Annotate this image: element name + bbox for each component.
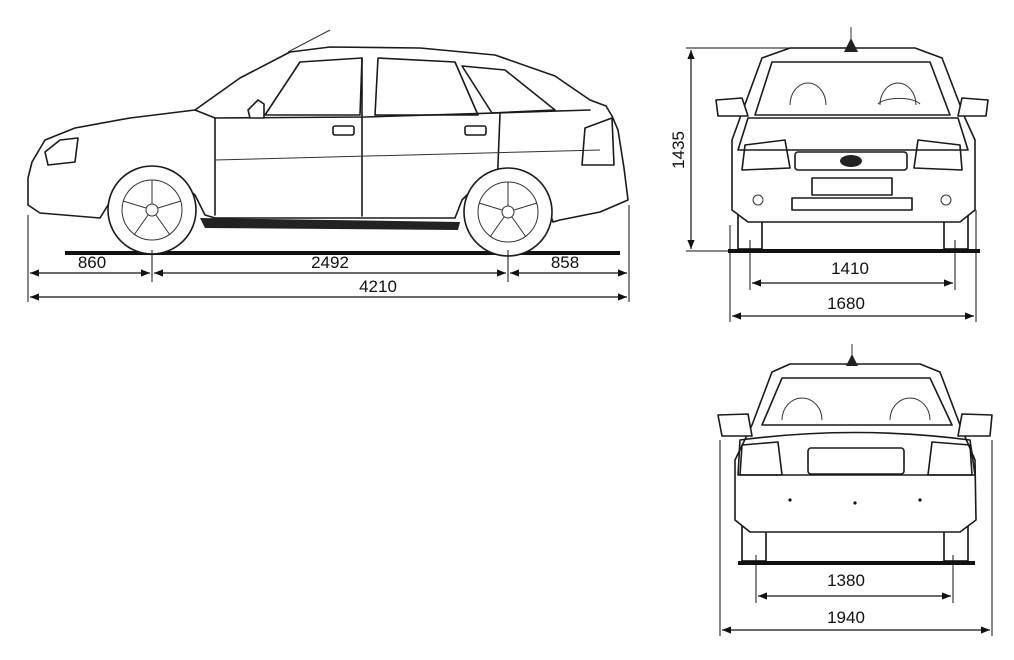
side-roofline xyxy=(194,109,591,119)
side-sill xyxy=(200,218,460,230)
dim-front-overhang: 860 xyxy=(78,253,106,272)
rear-view: 1380 1940 xyxy=(717,344,993,636)
side-rear-wheel xyxy=(463,167,553,257)
front-left-mirror xyxy=(715,97,749,117)
dim-width-mirrors: 1940 xyxy=(827,608,865,627)
front-hood-line xyxy=(737,117,969,151)
front-left-foglight xyxy=(752,194,764,206)
side-antenna xyxy=(287,29,331,53)
side-taillight xyxy=(581,117,615,166)
rear-trunk-lid xyxy=(737,431,976,476)
front-windshield xyxy=(754,61,951,116)
dim-wheelbase: 2492 xyxy=(311,253,349,272)
side-mirror xyxy=(247,99,265,119)
front-badge xyxy=(840,155,862,167)
rear-left-taillight xyxy=(739,441,783,476)
dim-rear-overhang: 858 xyxy=(551,253,579,272)
side-door-lines xyxy=(214,57,501,217)
front-right-foglight xyxy=(940,194,952,206)
front-right-headlight xyxy=(913,139,963,171)
rear-window xyxy=(761,377,953,426)
dim-overall-length: 4210 xyxy=(359,277,397,296)
side-quarter-window xyxy=(461,65,556,114)
dim-width-front: 1680 xyxy=(827,294,865,313)
side-front-door-handle xyxy=(332,125,355,136)
side-front-window xyxy=(264,57,363,116)
front-headrests xyxy=(789,82,917,106)
side-view: 860 2492 858 4210 xyxy=(27,29,630,302)
dim-front-track: 1410 xyxy=(831,259,869,278)
front-grille xyxy=(794,151,908,171)
side-headlight xyxy=(44,137,79,166)
side-front-wheel xyxy=(107,165,197,255)
dim-rear-track: 1380 xyxy=(827,571,865,590)
side-body-crease xyxy=(214,149,601,161)
dim-height: 1435 xyxy=(669,131,688,169)
front-left-headlight xyxy=(741,139,791,171)
rear-plate-recess xyxy=(807,447,905,475)
front-view: 1410 1680 1435 xyxy=(669,27,989,322)
front-steering-wheel xyxy=(877,97,921,105)
side-rear-door-handle xyxy=(464,125,487,136)
rear-right-taillight xyxy=(927,441,973,476)
rear-headrests xyxy=(781,397,931,421)
front-lower-grille xyxy=(791,197,913,211)
front-right-mirror xyxy=(957,97,989,117)
rear-right-mirror xyxy=(957,413,993,437)
front-plate xyxy=(811,177,893,196)
rear-left-mirror xyxy=(717,413,753,437)
